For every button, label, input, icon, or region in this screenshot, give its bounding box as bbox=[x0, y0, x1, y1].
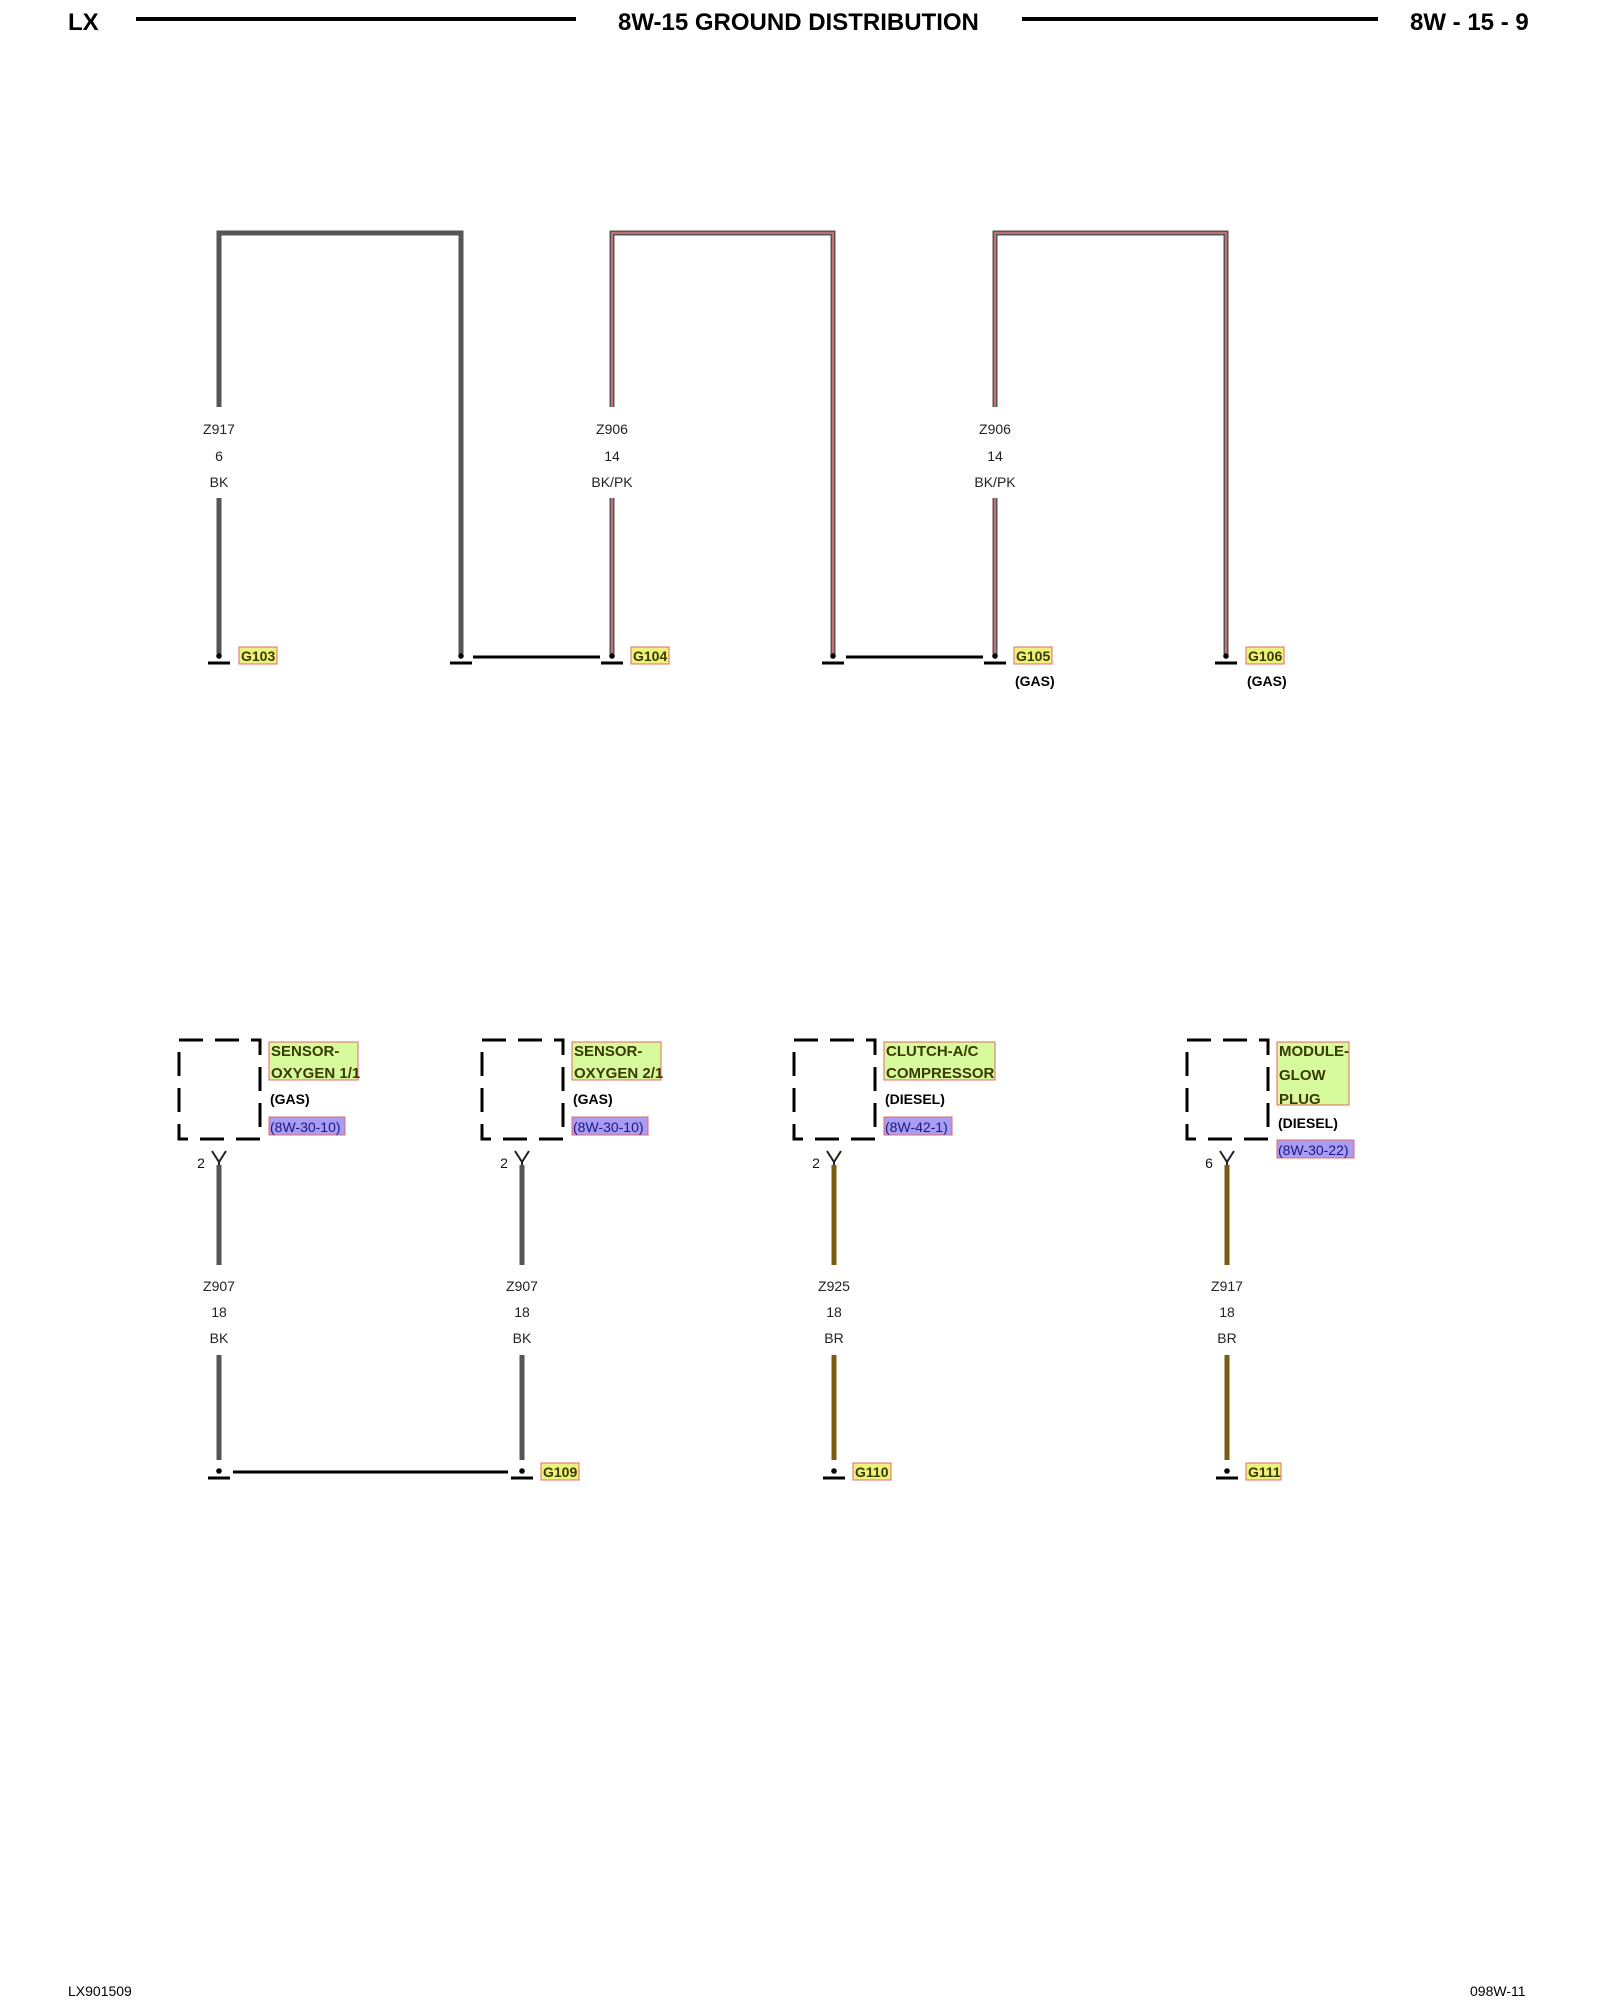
svg-text:(GAS): (GAS) bbox=[1247, 673, 1287, 689]
svg-text:Z907: Z907 bbox=[506, 1278, 538, 1294]
svg-text:G104: G104 bbox=[633, 648, 667, 664]
component-label-clutch-ac-compressor: CLUTCH-A/C COMPRESSOR (DIESEL) (8W-42-1) bbox=[883, 1041, 996, 1136]
svg-text:OXYGEN 1/1: OXYGEN 1/1 bbox=[271, 1065, 360, 1082]
svg-text:(8W-30-10): (8W-30-10) bbox=[270, 1119, 341, 1135]
ground-symbol-icon bbox=[822, 653, 844, 665]
footer-document-id: LX901509 bbox=[68, 1983, 132, 1999]
svg-text:G111: G111 bbox=[1248, 1464, 1281, 1480]
page-number: 8W - 15 - 9 bbox=[1410, 9, 1529, 36]
svg-text:G103: G103 bbox=[241, 648, 275, 664]
svg-text:G105: G105 bbox=[1016, 648, 1050, 664]
svg-text:BK/PK: BK/PK bbox=[974, 474, 1016, 490]
ground-symbol-icon bbox=[1215, 653, 1237, 665]
component-label-sensor-oxygen-1-1: SENSOR- OXYGEN 1/1 (GAS) (8W-30-10) bbox=[268, 1041, 360, 1136]
ground-label-g109: G109 bbox=[540, 1462, 580, 1481]
svg-text:(DIESEL): (DIESEL) bbox=[885, 1091, 945, 1107]
component-label-sensor-oxygen-2-1: SENSOR- OXYGEN 2/1 (GAS) (8W-30-10) bbox=[571, 1041, 663, 1136]
component-label-module-glow-plug: MODULE- GLOW PLUG (DIESEL) (8W-30-22) bbox=[1276, 1041, 1355, 1159]
svg-text:14: 14 bbox=[987, 448, 1003, 464]
ground-symbol-icon bbox=[984, 653, 1006, 665]
wire-label-top-2: Z906 14 BK/PK bbox=[591, 421, 633, 490]
svg-text:G109: G109 bbox=[543, 1464, 577, 1480]
svg-text:(GAS): (GAS) bbox=[270, 1091, 310, 1107]
ground-label-g103: G103 bbox=[238, 646, 278, 665]
svg-text:G110: G110 bbox=[855, 1464, 889, 1480]
svg-text:PLUG: PLUG bbox=[1279, 1091, 1321, 1108]
svg-text:COMPRESSOR: COMPRESSOR bbox=[886, 1065, 995, 1082]
wire-label-bottom-1: Z907 18 BK bbox=[203, 1278, 235, 1346]
ground-label-g105: G105 (GAS) bbox=[1013, 646, 1055, 689]
svg-text:6: 6 bbox=[1205, 1155, 1213, 1171]
svg-text:(GAS): (GAS) bbox=[573, 1091, 613, 1107]
svg-text:Z917: Z917 bbox=[1211, 1278, 1243, 1294]
component-outline bbox=[792, 1038, 877, 1141]
svg-text:6: 6 bbox=[215, 448, 223, 464]
svg-text:Z907: Z907 bbox=[203, 1278, 235, 1294]
svg-text:14: 14 bbox=[604, 448, 620, 464]
svg-text:BK: BK bbox=[210, 1330, 229, 1346]
svg-text:Z906: Z906 bbox=[979, 421, 1011, 437]
ground-label-g111: G111 bbox=[1245, 1462, 1282, 1481]
wire-loop-z917 bbox=[216, 230, 464, 654]
svg-text:BK: BK bbox=[513, 1330, 532, 1346]
svg-text:(GAS): (GAS) bbox=[1015, 673, 1055, 689]
component-outline bbox=[1185, 1038, 1270, 1141]
ground-symbol-icon bbox=[601, 653, 623, 665]
ground-label-g106: G106 (GAS) bbox=[1245, 646, 1287, 689]
ground-symbol-icon bbox=[208, 1468, 230, 1480]
svg-text:BK/PK: BK/PK bbox=[591, 474, 633, 490]
svg-text:SENSOR-: SENSOR- bbox=[574, 1043, 642, 1060]
svg-text:GLOW: GLOW bbox=[1279, 1067, 1326, 1084]
component-outline bbox=[480, 1038, 565, 1141]
wire-label-bottom-4: Z917 18 BR bbox=[1211, 1278, 1243, 1346]
svg-text:BR: BR bbox=[824, 1330, 843, 1346]
ground-symbol-icon bbox=[450, 653, 472, 665]
ground-symbol-icon bbox=[511, 1468, 533, 1480]
wire-loop-z906-b bbox=[992, 230, 1229, 654]
svg-text:(8W-30-22): (8W-30-22) bbox=[1278, 1142, 1349, 1158]
svg-text:G106: G106 bbox=[1248, 648, 1282, 664]
wire-label-top-3: Z906 14 BK/PK bbox=[974, 421, 1016, 490]
footer-page-code: 098W-11 bbox=[1470, 1983, 1526, 1999]
svg-text:(DIESEL): (DIESEL) bbox=[1278, 1115, 1338, 1131]
svg-text:(8W-42-1): (8W-42-1) bbox=[885, 1119, 948, 1135]
svg-text:2: 2 bbox=[500, 1155, 508, 1171]
page-title: 8W-15 GROUND DISTRIBUTION bbox=[618, 9, 979, 36]
svg-text:BK: BK bbox=[210, 474, 229, 490]
ground-label-g104: G104 bbox=[630, 646, 670, 665]
ground-label-g110: G110 bbox=[852, 1462, 892, 1481]
connector-pin-icon: 2 bbox=[197, 1150, 227, 1171]
connector-pin-icon: 2 bbox=[500, 1150, 530, 1171]
wire-loop-z906-a bbox=[609, 230, 836, 654]
svg-text:MODULE-: MODULE- bbox=[1279, 1043, 1349, 1060]
header-rule-right bbox=[1022, 17, 1378, 21]
svg-text:(8W-30-10): (8W-30-10) bbox=[573, 1119, 644, 1135]
svg-text:18: 18 bbox=[826, 1304, 842, 1320]
svg-text:2: 2 bbox=[812, 1155, 820, 1171]
component-outline bbox=[177, 1038, 262, 1141]
svg-text:Z925: Z925 bbox=[818, 1278, 850, 1294]
ground-symbol-icon bbox=[208, 653, 230, 665]
header-rule-left bbox=[136, 17, 576, 21]
ground-symbol-icon bbox=[823, 1468, 845, 1480]
wire-label-bottom-2: Z907 18 BK bbox=[506, 1278, 538, 1346]
svg-text:SENSOR-: SENSOR- bbox=[271, 1043, 339, 1060]
svg-text:Z917: Z917 bbox=[203, 421, 235, 437]
svg-text:Z906: Z906 bbox=[596, 421, 628, 437]
svg-text:18: 18 bbox=[514, 1304, 530, 1320]
svg-text:18: 18 bbox=[211, 1304, 227, 1320]
connector-pin-icon: 6 bbox=[1205, 1150, 1235, 1171]
svg-text:2: 2 bbox=[197, 1155, 205, 1171]
ground-symbol-icon bbox=[1216, 1468, 1238, 1480]
wire-label-top-1: Z917 6 BK bbox=[203, 421, 235, 490]
wire-label-bottom-3: Z925 18 BR bbox=[818, 1278, 850, 1346]
svg-text:CLUTCH-A/C: CLUTCH-A/C bbox=[886, 1043, 979, 1060]
svg-text:BR: BR bbox=[1217, 1330, 1236, 1346]
svg-text:OXYGEN 2/1: OXYGEN 2/1 bbox=[574, 1065, 663, 1082]
page-section-code: LX bbox=[68, 9, 99, 36]
connector-pin-icon: 2 bbox=[812, 1150, 842, 1171]
svg-text:18: 18 bbox=[1219, 1304, 1235, 1320]
